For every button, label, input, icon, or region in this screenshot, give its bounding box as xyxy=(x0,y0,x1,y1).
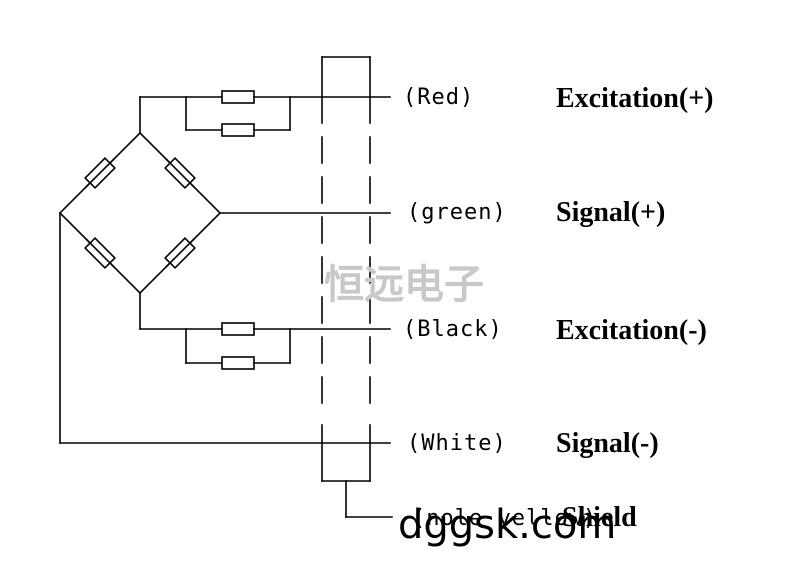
shield-wire xyxy=(345,480,393,518)
bridge-resistor-bottom-left xyxy=(84,237,116,269)
function-label-signal-minus: Signal(-) xyxy=(556,428,659,459)
function-label-signal-plus: Signal(+) xyxy=(556,197,665,228)
function-label-excitation-plus: Excitation(+) xyxy=(556,83,714,114)
signal-minus-wire xyxy=(59,212,391,444)
bottom-resistor-network xyxy=(139,292,391,370)
function-label-excitation-minus: Excitation(-) xyxy=(556,315,707,346)
bridge-resistor-top-left xyxy=(84,157,116,189)
wire-label-green: (green) xyxy=(407,200,507,225)
function-label-shield: Shield xyxy=(562,502,637,533)
bridge-resistor-bottom-right xyxy=(164,237,196,269)
wire-label-red: (Red) xyxy=(403,85,474,110)
watermark-text: 恒远电子 xyxy=(324,262,484,308)
cable-outline xyxy=(321,56,371,482)
wire-label-shield: (nole yellow) xyxy=(412,506,597,531)
wire-label-black: (Black) xyxy=(403,317,503,342)
top-resistor-network xyxy=(139,90,391,137)
bridge-circuit xyxy=(58,131,222,295)
wire-label-white: (White) xyxy=(407,431,507,456)
site-watermark: dggsk.com xyxy=(398,502,616,548)
bridge-resistor-top-right xyxy=(164,157,196,189)
